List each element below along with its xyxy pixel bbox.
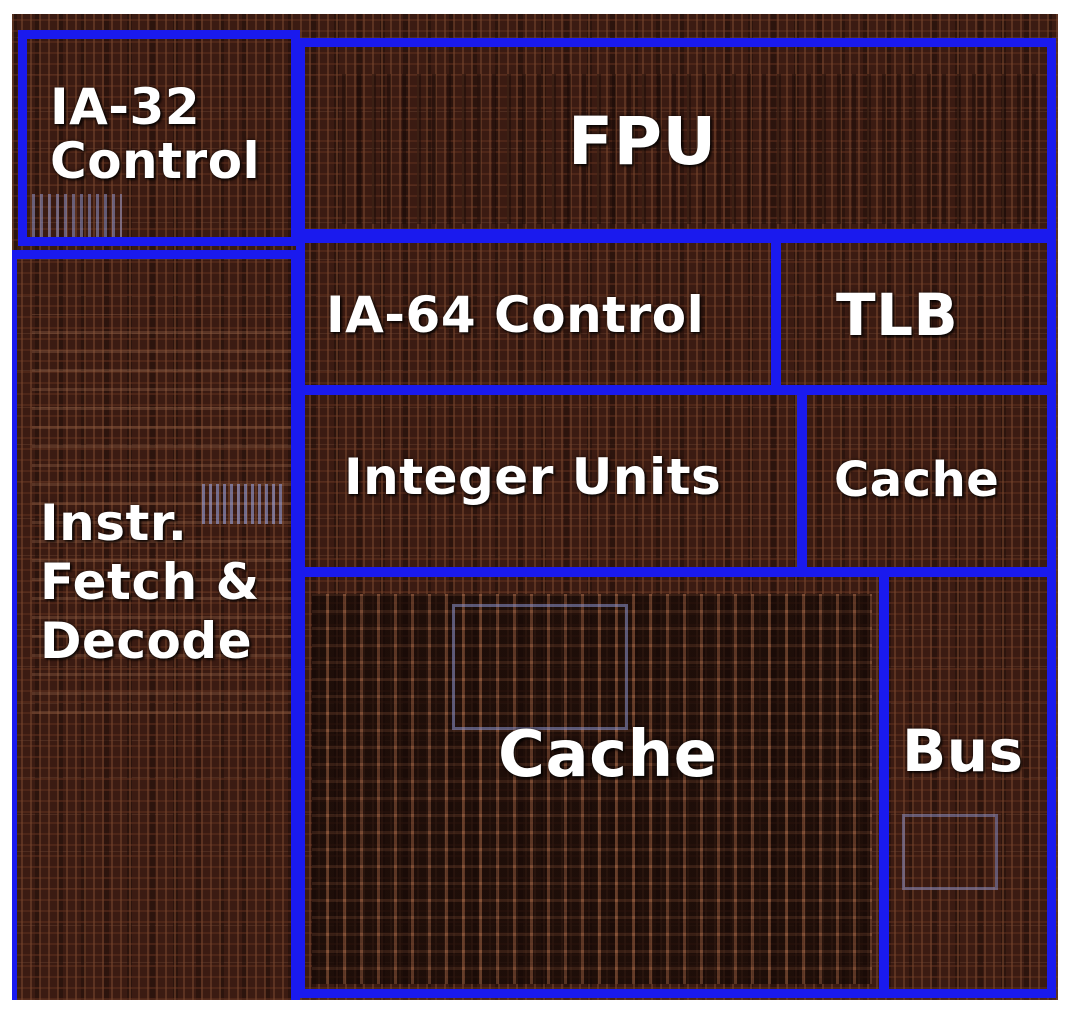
bus-label: Bus: [902, 720, 1024, 784]
instr-fetch-decode-label-line1: Instr.: [40, 494, 260, 553]
instr-fetch-decode-label: Instr. Fetch & Decode: [40, 494, 260, 671]
cache-small-label: Cache: [834, 454, 999, 507]
tlb-label: TLB: [836, 284, 958, 348]
die-photo: IA-32 Control FPU IA-64 Control TLB Inte…: [12, 14, 1058, 1000]
instr-fetch-decode-label-line2: Fetch &: [40, 553, 260, 612]
fpu-label: FPU: [568, 106, 717, 179]
ia64-control-label: IA-64 Control: [326, 288, 704, 343]
instr-fetch-decode-label-line3: Decode: [40, 612, 260, 671]
integer-units-label: Integer Units: [344, 450, 721, 505]
ia32-control-label-line1: IA-32: [50, 80, 260, 134]
cache-large-label: Cache: [498, 720, 718, 790]
ia32-control-label: IA-32 Control: [50, 80, 260, 188]
ia32-control-label-line2: Control: [50, 134, 260, 188]
